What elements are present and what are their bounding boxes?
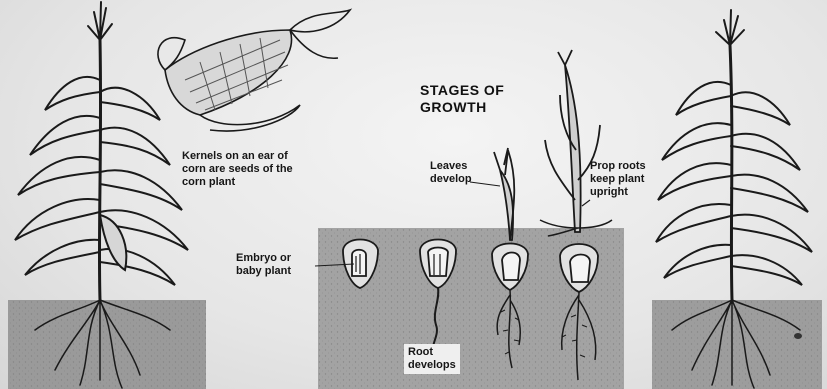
embryo-caption: Embryo or baby plant (236, 252, 291, 278)
leaves-pointer (470, 182, 500, 186)
prop-roots-caption: Prop roots keep plant upright (590, 160, 646, 199)
ear-of-corn-illustration (158, 10, 350, 131)
prop-roots-pointer (582, 200, 590, 206)
stages-of-growth-heading: STAGES OF GROWTH (420, 82, 504, 116)
root-caption: Root develops (404, 344, 460, 374)
leaves-caption: Leaves develop (430, 160, 472, 186)
kernels-caption: Kernels on an ear of corn are seeds of t… (182, 150, 293, 189)
